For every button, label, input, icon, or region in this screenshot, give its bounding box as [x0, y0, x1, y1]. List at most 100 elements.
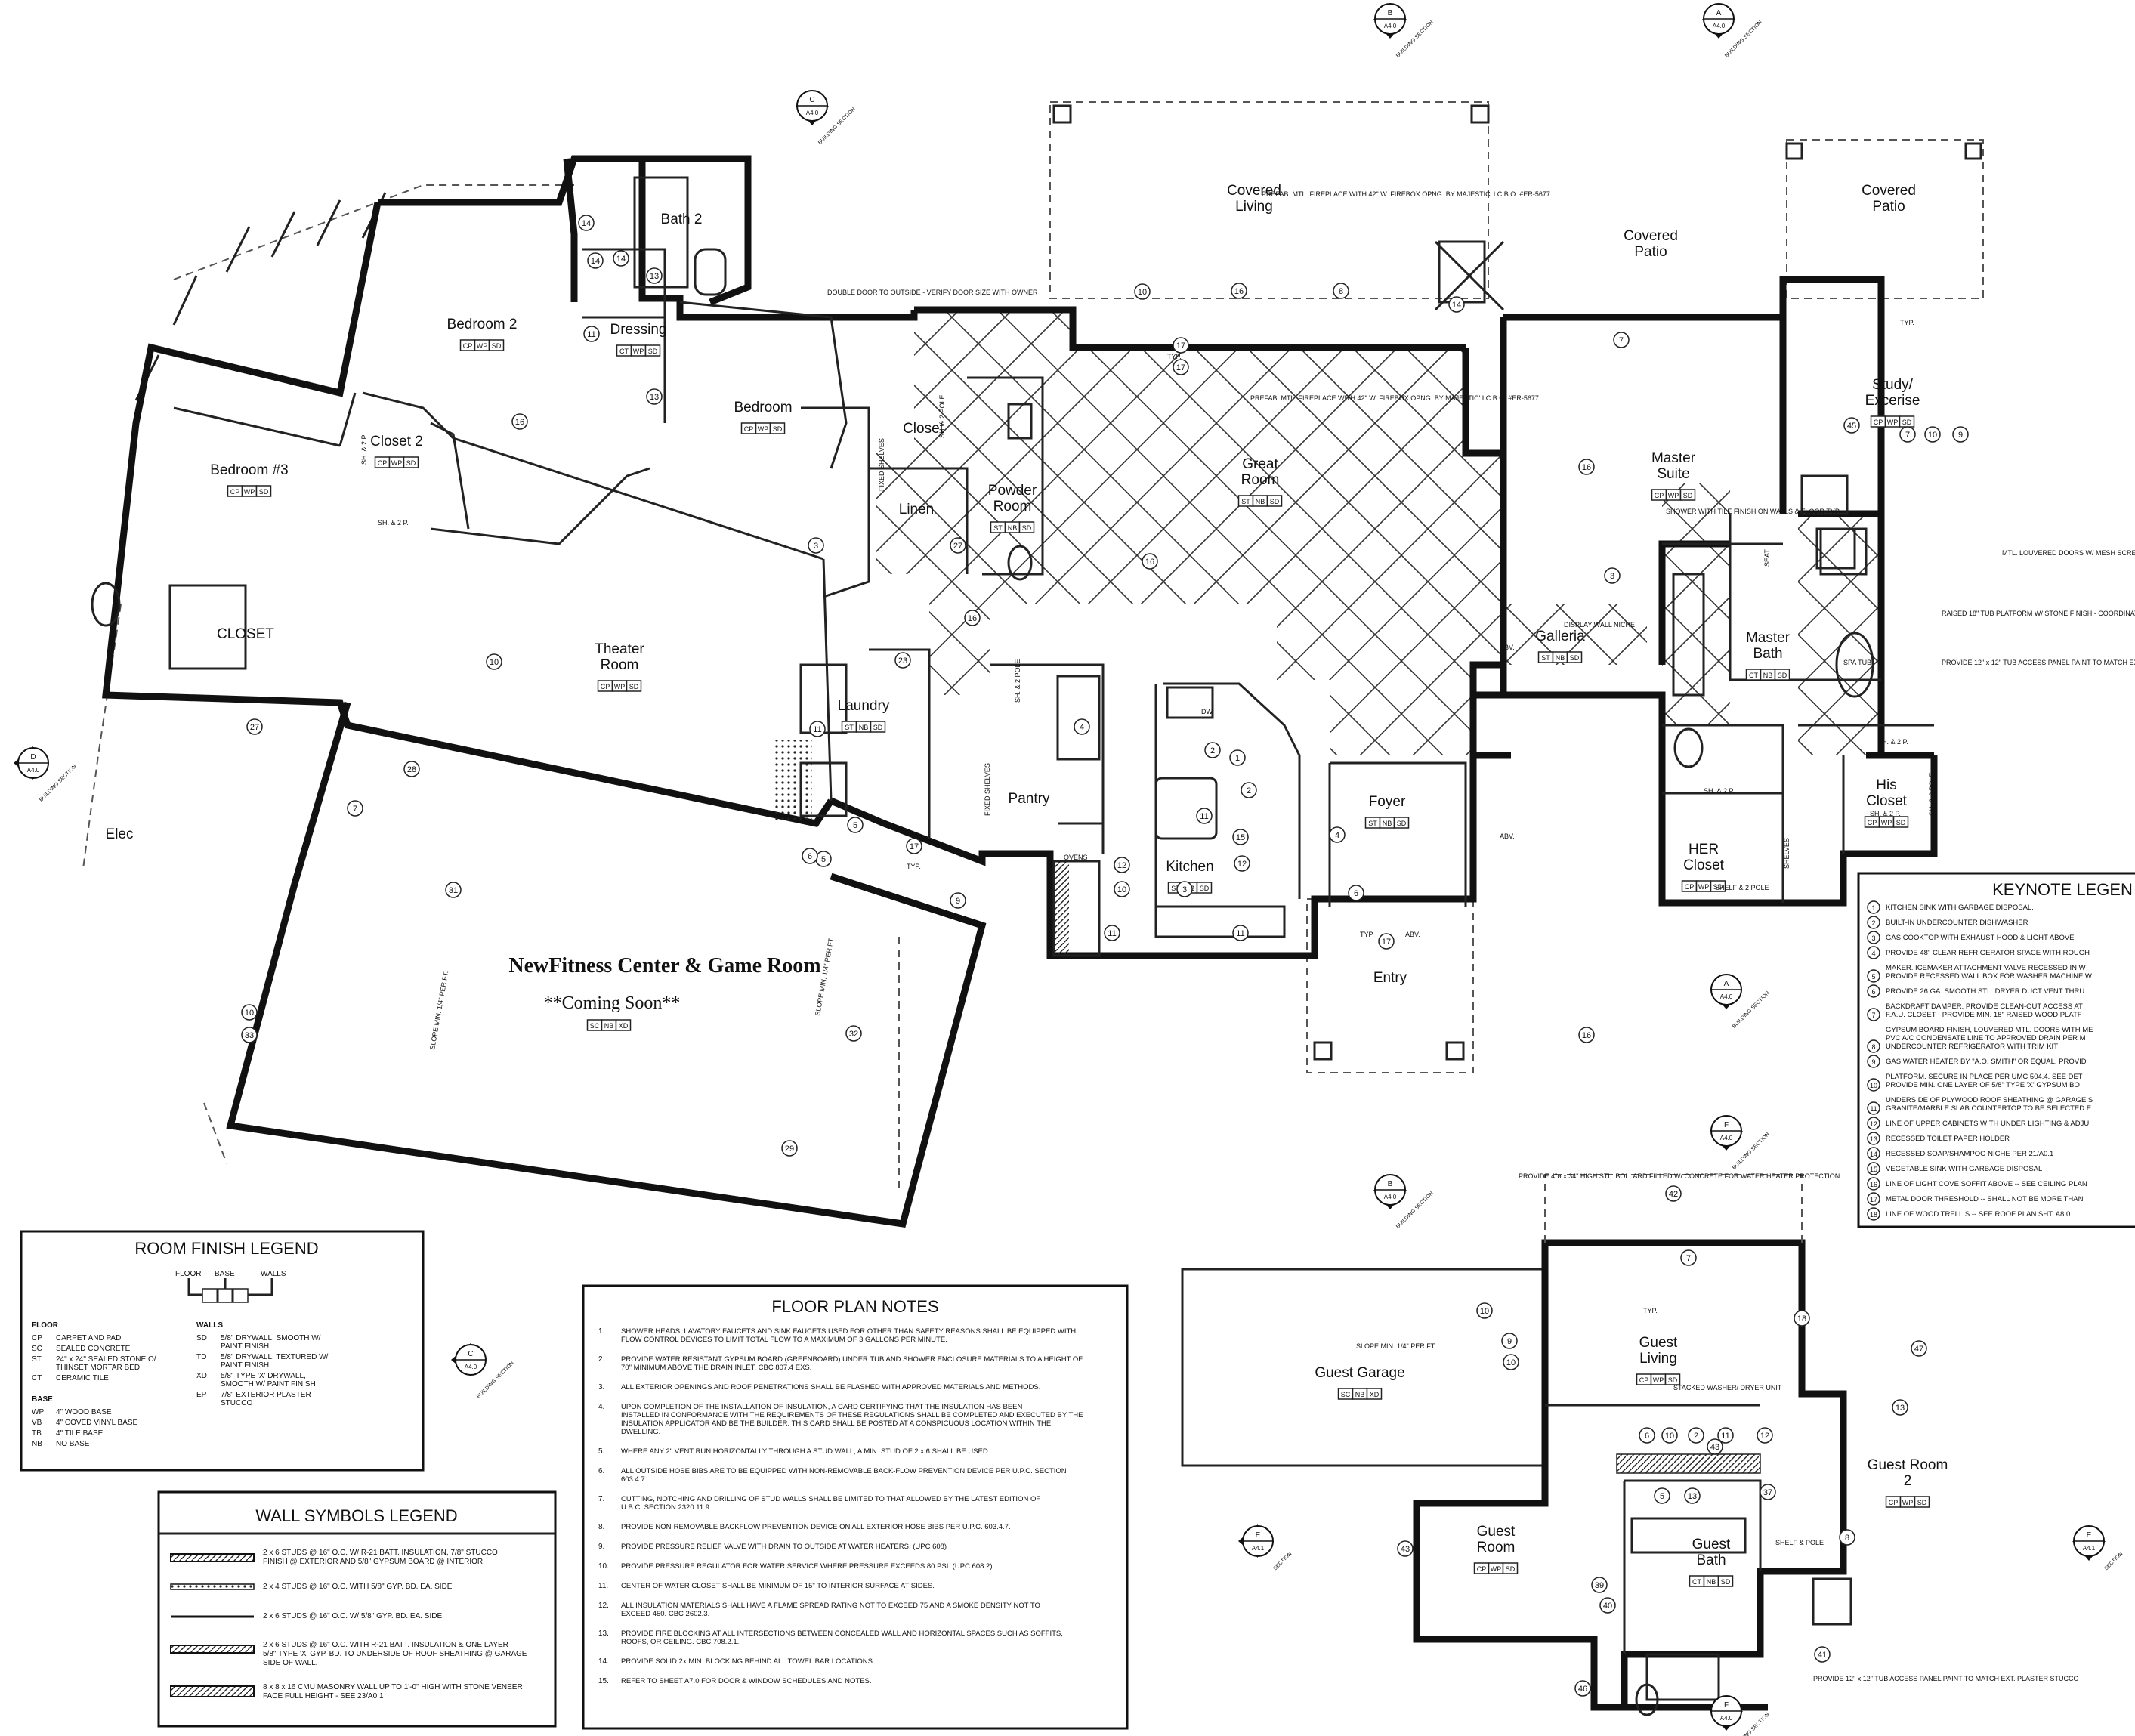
keynote-tag-number: 2	[1247, 786, 1251, 795]
legend-code: NB	[32, 1440, 42, 1448]
finish-code: CP	[1685, 883, 1695, 891]
finish-code: WP	[1668, 492, 1679, 499]
keynote-tag: 3	[808, 537, 824, 554]
keynote-tag-number: 29	[785, 1144, 794, 1154]
fpn-text: PROVIDE PRESSURE REGULATOR FOR WATER SER…	[621, 1562, 992, 1571]
keynote-tag: 11	[1717, 1427, 1734, 1444]
keynote-tag-number: 16	[1234, 287, 1244, 296]
wall-symbols-legend-title: WALL SYMBOLS LEGEND	[255, 1506, 457, 1525]
keynote-tag-number: 10	[1480, 1307, 1489, 1316]
keynote-text: PROVIDE MIN. ONE LAYER OF 5/8" TYPE 'X' …	[1886, 1081, 2080, 1089]
keynote-tag: 16	[1231, 283, 1247, 299]
interior-walls	[173, 248, 1934, 914]
fpn-number: 6.	[598, 1467, 604, 1475]
keynote-tag-number: 10	[1506, 1358, 1516, 1367]
keynote-tag-number: 13	[650, 393, 659, 402]
finish-code: NB	[604, 1022, 614, 1030]
room-name-guest_room2-line2: 2	[1904, 1473, 1912, 1489]
keynote-tag: 12	[1757, 1427, 1773, 1444]
keynote-tag-number: 16	[968, 614, 977, 623]
word-sh-3: SH. & 2 P.	[1877, 738, 1908, 746]
room-name-master_suite-line2: Suite	[1657, 466, 1689, 482]
room-name-bedroom3: Bedroom #3	[210, 462, 289, 478]
keynote-tag-number: 15	[1236, 833, 1245, 842]
keynote-text: PROVIDE 26 GA. SMOOTH STL. DRYER DUCT VE…	[1886, 987, 2084, 996]
keynote-tag: 46	[1574, 1680, 1591, 1697]
keynote-tag-number: 11	[1108, 929, 1116, 938]
room-name-guest_living-line2: Living	[1639, 1351, 1677, 1367]
fpn-text: INSTALLED IN CONFORMANCE WITH THE REQUIR…	[621, 1411, 1083, 1419]
keynote-number: 8	[1871, 1043, 1875, 1051]
section-letter: C	[809, 96, 814, 104]
keynote-tag-number: 9	[956, 897, 960, 906]
room-name-closet_b3: CLOSET	[217, 626, 274, 642]
section-sheet: A4.1	[2083, 1545, 2096, 1552]
keynote-tag: 27	[950, 537, 966, 554]
word-sh-5: SH. & 2 P.	[1870, 810, 1901, 817]
keynote-tag: 3	[1604, 567, 1621, 584]
fpn-number: 7.	[598, 1495, 604, 1503]
fpn-text: EXCEED 450. CBC 2602.3.	[621, 1610, 709, 1618]
floor-plan-notes-frame	[582, 1284, 1129, 1730]
keynote-tag-number: 42	[1669, 1190, 1678, 1199]
keynote-tag-number: 11	[1200, 812, 1208, 821]
keynote-tag: 10	[1114, 881, 1130, 897]
word-typ-5: TYP.	[1643, 1307, 1658, 1314]
wall-legend-desc: SIDE OF WALL.	[263, 1659, 317, 1667]
fpn-text: SHOWER HEADS, LAVATORY FAUCETS AND SINK …	[621, 1327, 1076, 1336]
keynote-tag: 11	[1104, 925, 1120, 941]
keynote-tag: 15	[1232, 829, 1249, 845]
word-seat: SEAT	[1763, 549, 1771, 567]
room-name-guest_garage: Guest Garage	[1315, 1365, 1404, 1381]
keynote-text: GAS WATER HEATER BY "A.O. SMITH" OR EQUA…	[1886, 1058, 2087, 1066]
keynote-number: 4	[1871, 950, 1875, 957]
fpn-number: 13.	[598, 1629, 609, 1638]
word-ovens: OVENS	[1064, 854, 1088, 861]
keynote-tag-number: 11	[587, 330, 595, 339]
keynote-tag-number: 7	[1905, 431, 1910, 440]
legend-code: TB	[32, 1429, 42, 1438]
keynote-tag: 28	[403, 761, 420, 777]
finish-code: WP	[758, 425, 769, 433]
word-sh-7: SH. & 2 POLE	[1014, 659, 1021, 703]
room-name-elec: Elec	[106, 826, 134, 842]
keynote-tag-number: 17	[1382, 938, 1391, 947]
keynote-tag: 12	[1234, 855, 1250, 872]
finish-code: SD	[1778, 672, 1787, 679]
keynote-tag: 8	[1333, 283, 1349, 299]
fpn-text: INSULATION APPLICATOR AND BE THE BUILDER…	[621, 1419, 1051, 1428]
finish-code: NB	[1008, 524, 1018, 532]
room-bath2: Bath 2	[661, 212, 703, 227]
keynote-tag: 39	[1591, 1577, 1608, 1593]
room-finish-legend-title: ROOM FINISH LEGEND	[134, 1239, 318, 1258]
keynote-number: 5	[1871, 973, 1875, 981]
keynote-tag-number: 12	[1760, 1432, 1769, 1441]
keynote-text: GYPSUM BOARD FINISH, LOUVERED MTL. DOORS…	[1886, 1026, 2093, 1034]
finish-code: SD	[1902, 419, 1912, 426]
keynote-text: PVC A/C CONDENSATE LINE TO APPROVED DRAI…	[1886, 1034, 2086, 1043]
fpn-number: 5.	[598, 1447, 604, 1456]
room-name-guest_room: Guest	[1477, 1524, 1516, 1540]
keynote-tag-number: 37	[1763, 1488, 1772, 1497]
keynote-tag-number: 31	[449, 886, 458, 895]
room-name-his_closet: His	[1876, 777, 1896, 793]
keynote-tag: 31	[445, 882, 462, 898]
keynote-tag-number: 43	[1710, 1443, 1719, 1452]
fpn-text: PROVIDE SOLID 2x MIN. BLOCKING BEHIND AL…	[621, 1657, 875, 1666]
finish-code: ST	[1171, 885, 1180, 892]
room-entry: Entry	[1373, 970, 1407, 986]
room-name-guest_living: Guest	[1639, 1335, 1678, 1351]
keynote-tag-number: 41	[1818, 1651, 1827, 1660]
floor-plan-notes-title: FLOOR PLAN NOTES	[771, 1297, 938, 1316]
keynote-tag-number: 32	[849, 1030, 858, 1039]
keynote-tag-number: 7	[353, 805, 357, 814]
keynote-tag-number: 4	[1080, 723, 1084, 732]
room-name-bedroom2: Bedroom 2	[447, 317, 518, 332]
